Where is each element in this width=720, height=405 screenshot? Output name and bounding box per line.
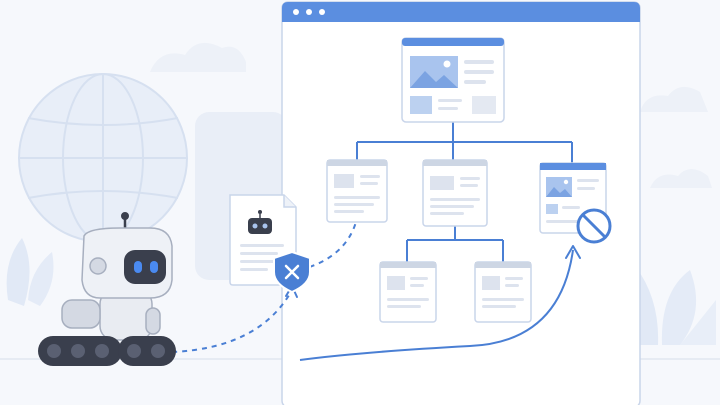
robot-treads — [38, 336, 176, 366]
window-dot-icon — [306, 9, 312, 15]
robot-icon — [248, 210, 272, 234]
leaf-shape — [6, 238, 30, 306]
sitemap-page-home — [401, 37, 505, 123]
robot-visor — [124, 250, 166, 284]
robot-eye — [134, 261, 142, 273]
robot-crawler — [38, 212, 176, 366]
leaf-shape — [680, 300, 716, 345]
window-dot-icon — [319, 9, 325, 15]
cloud-shape — [640, 86, 708, 112]
browser-title-bar — [282, 2, 640, 22]
crawl-path-dashed — [171, 289, 293, 353]
robot-eye — [150, 261, 158, 273]
sitemap-page — [379, 261, 437, 323]
leaf-shape — [28, 252, 54, 306]
sitemap-connectors — [356, 122, 573, 262]
cloud-shape — [150, 42, 246, 72]
arrow-head-icon — [565, 245, 581, 259]
image-icon — [546, 177, 572, 197]
crawl-path-solid — [299, 249, 574, 361]
cloud-shape — [650, 169, 712, 188]
sitemap-page — [474, 261, 532, 323]
sitemap-page — [422, 159, 488, 227]
leaf-shape — [661, 270, 697, 345]
shield-x-icon — [273, 250, 311, 294]
prohibited-icon — [576, 208, 612, 244]
image-icon — [410, 56, 458, 88]
crawl-path-dashed — [299, 221, 357, 271]
sitemap-page — [326, 159, 388, 223]
window-dot-icon — [293, 9, 299, 15]
